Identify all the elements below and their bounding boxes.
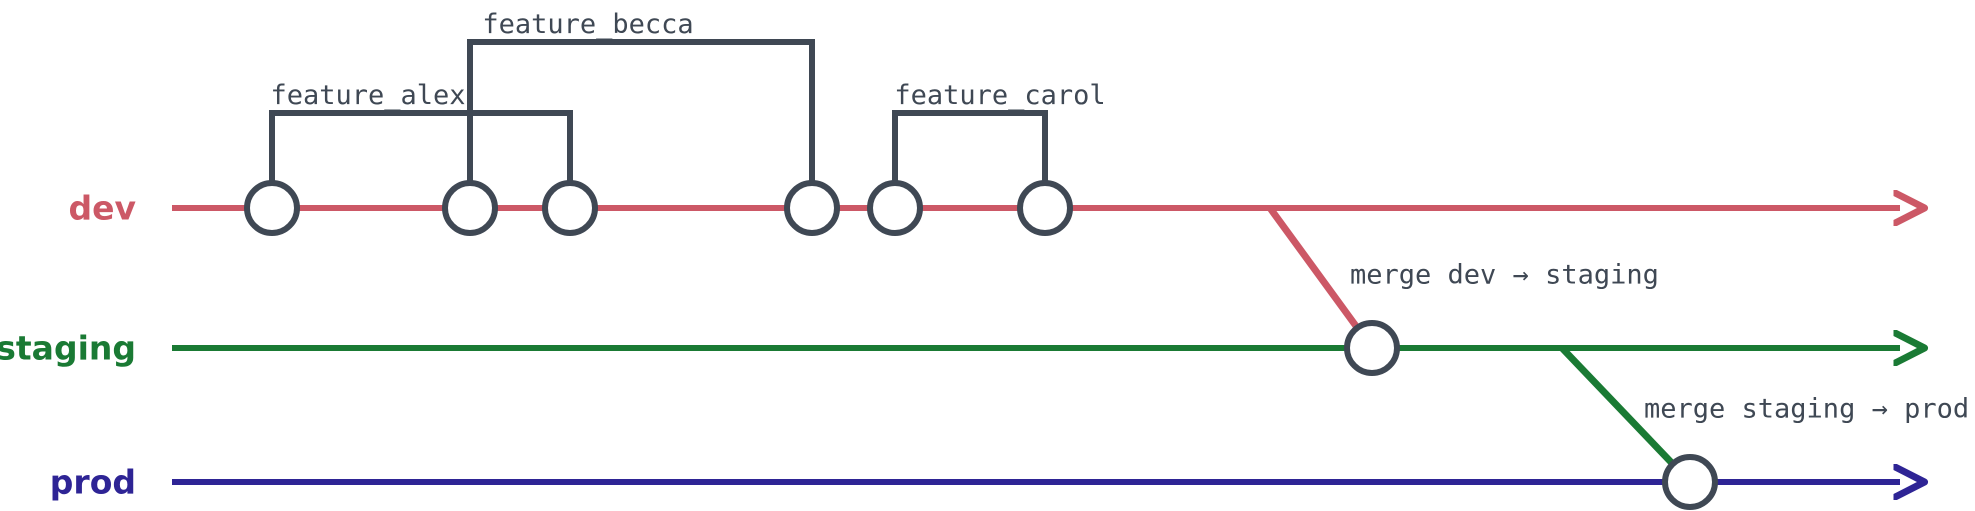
commit-node-dev-1[interactable] xyxy=(244,180,300,236)
bracket-feature-becca xyxy=(467,39,815,208)
commit-node-dev-6[interactable] xyxy=(1017,180,1073,236)
merge-line-staging-prod xyxy=(1559,345,1693,485)
commit-node-dev-5[interactable] xyxy=(867,180,923,236)
commit-node-dev-4[interactable] xyxy=(784,180,840,236)
commit-node-prod-1[interactable] xyxy=(1662,454,1718,510)
merge-label-staging-prod: merge staging → prod xyxy=(1644,394,1969,425)
lane-labels: dev staging prod xyxy=(0,189,136,502)
merge-labels: merge dev → staging merge staging → prod xyxy=(1350,260,1969,425)
feature-branch-labels: feature_alex feature_becca feature_carol xyxy=(270,9,1105,111)
merge-line-dev-staging xyxy=(1267,205,1375,351)
commit-node-dev-3[interactable] xyxy=(542,180,598,236)
feature-brackets xyxy=(269,39,1048,208)
commit-node-dev-2[interactable] xyxy=(442,180,498,236)
commit-nodes xyxy=(244,180,1718,510)
feature-label-carol: feature_carol xyxy=(894,80,1105,111)
feature-label-alex: feature_alex xyxy=(270,80,465,111)
bracket-feature-carol xyxy=(892,110,1048,208)
lane-label-dev: dev xyxy=(68,189,136,228)
lane-label-staging: staging xyxy=(0,329,136,368)
lane-label-prod: prod xyxy=(50,463,136,502)
bracket-feature-alex xyxy=(269,110,573,208)
commit-node-staging-1[interactable] xyxy=(1344,320,1400,376)
feature-label-becca: feature_becca xyxy=(482,9,693,40)
merge-lines xyxy=(1267,205,1693,485)
merge-label-dev-staging: merge dev → staging xyxy=(1350,260,1659,291)
lane-lines xyxy=(172,208,1900,482)
